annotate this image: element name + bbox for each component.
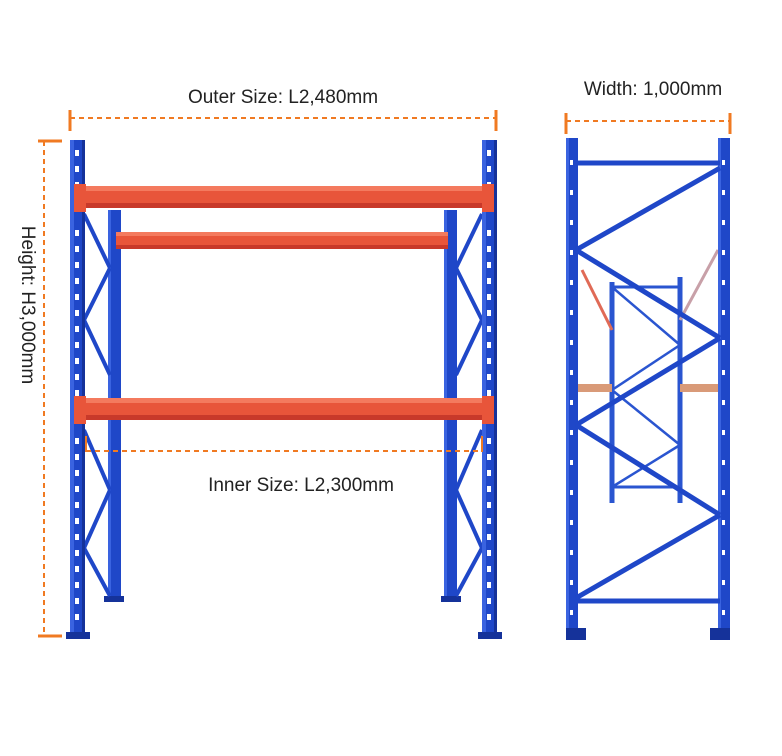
height-dimension [38, 139, 62, 638]
left-bracing [82, 213, 112, 597]
width-dimension [564, 113, 732, 134]
side-view-rack [566, 138, 730, 640]
upright-holes [75, 150, 79, 620]
front-upright-right [478, 140, 502, 639]
side-upright-left [566, 138, 586, 640]
outer-size-dimension [68, 110, 498, 131]
width-label: Width: 1,000mm [584, 79, 722, 100]
height-label: Height: H3,000mm [17, 226, 38, 384]
inner-size-label: Inner Size: L2,300mm [208, 475, 394, 496]
beam-top-rear [116, 232, 448, 249]
beam-bottom-front [74, 396, 494, 424]
background-beam-ends [578, 249, 720, 392]
right-bracing [454, 213, 484, 597]
beam-top-front [74, 184, 494, 212]
side-upright-right [710, 138, 730, 640]
outer-size-label: Outer Size: L2,480mm [188, 87, 378, 108]
front-upright-left [66, 140, 90, 639]
upright-holes [487, 150, 491, 620]
inner-size-dimension [85, 436, 483, 452]
front-view-rack [66, 140, 502, 639]
side-bracing [574, 160, 722, 604]
